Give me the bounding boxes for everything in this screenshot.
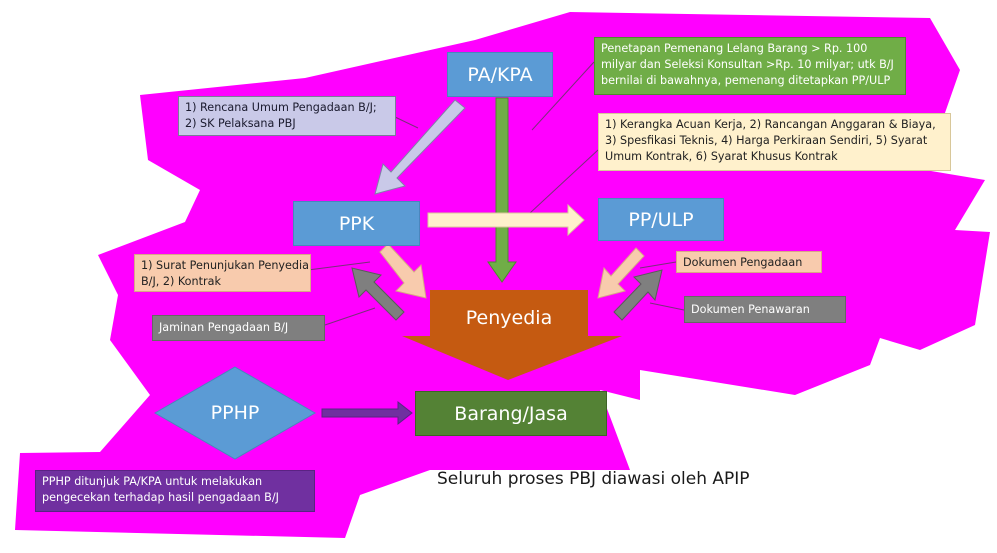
note-line: 1) Surat Penunjukan Penyedia	[141, 259, 310, 272]
note-surat-penunjukan: 1) Surat Penunjukan Penyedia B/J, 2) Kon…	[134, 254, 311, 292]
note-line: 2) SK Pelaksana PBJ	[185, 117, 296, 130]
connector-line	[639, 261, 677, 269]
node-barang-jasa: Barang/Jasa	[415, 391, 607, 436]
arrow-pphp-to-barang	[321, 400, 413, 426]
arrow-penyedia-to-ppk	[351, 267, 405, 321]
arrow-penyedia-to-ppulp	[613, 269, 663, 321]
note-line: B/J, 2) Kontrak	[141, 275, 221, 288]
connector-line	[307, 261, 371, 271]
note-line: Jaminan Pengadaan B/J	[159, 321, 289, 334]
note-line: Dokumen Penawaran	[691, 303, 810, 316]
caption-apip: Seluruh proses PBJ diawasi oleh APIP	[437, 469, 750, 489]
penyedia-arrow-shape	[402, 290, 622, 380]
note-pphp-ditunjuk: PPHP ditunjuk PA/KPA untuk melakukan pen…	[35, 470, 315, 512]
connector-line	[324, 307, 376, 326]
note-line: 3) Spesfikasi Teknis, 4) Harga Perkiraan…	[605, 134, 928, 147]
node-penyedia: Penyedia	[465, 307, 553, 329]
arrow-ppk-to-ppulp	[427, 203, 585, 237]
note-dokumen-penawaran: Dokumen Penawaran	[684, 296, 846, 323]
note-jaminan-pengadaan: Jaminan Pengadaan B/J	[152, 315, 325, 341]
note-rencana-umum: 1) Rencana Umum Pengadaan B/J; 2) SK Pel…	[178, 96, 396, 136]
connector-line	[649, 302, 685, 311]
node-pphp: PPHP	[210, 402, 260, 424]
connector-line	[394, 116, 419, 129]
note-line: PPHP ditunjuk PA/KPA untuk melakukan	[42, 475, 263, 488]
note-line: Umum Kontrak, 6) Syarat Khusus Kontrak	[605, 150, 838, 163]
arrow-pakpa-to-ppk	[374, 99, 466, 195]
note-penetapan-pemenang: Penetapan Pemenang Lelang Barang > Rp. 1…	[594, 37, 906, 95]
note-line: milyar dan Seleksi Konsultan >Rp. 10 mil…	[601, 58, 894, 71]
note-line: 1) Kerangka Acuan Kerja, 2) Rancangan An…	[605, 118, 936, 131]
note-kerangka-acuan: 1) Kerangka Acuan Kerja, 2) Rancangan An…	[598, 113, 951, 171]
pphp-diamond	[153, 366, 317, 460]
note-line: 1) Rencana Umum Pengadaan B/J;	[185, 101, 377, 114]
arrow-ppulp-to-penyedia	[597, 247, 645, 299]
note-dokumen-pengadaan: Dokumen Pengadaan	[676, 251, 822, 273]
connector-line	[529, 149, 599, 214]
arrow-pakpa-to-penyedia	[487, 97, 517, 283]
note-line: bernilai di bawahnya, pemenang ditetapka…	[601, 74, 891, 87]
connector-line	[531, 61, 595, 131]
note-line: pengecekan terhadap hasil pengadaan B/J	[42, 491, 279, 504]
note-line: Dokumen Pengadaan	[683, 256, 803, 269]
node-ppk: PPK	[293, 201, 420, 246]
node-pp-ulp: PP/ULP	[598, 198, 724, 241]
node-pa-kpa: PA/KPA	[447, 52, 553, 97]
note-line: Penetapan Pemenang Lelang Barang > Rp. 1…	[601, 42, 868, 55]
arrow-ppk-to-penyedia	[379, 243, 427, 299]
